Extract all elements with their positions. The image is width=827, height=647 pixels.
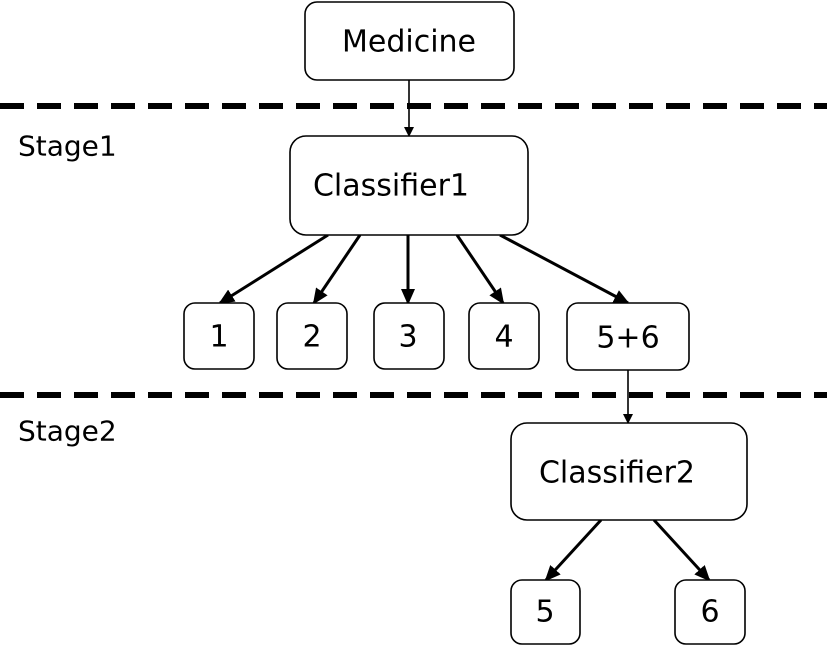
node-class-6-label: 6 [700, 595, 719, 630]
node-classifier2: Classifier2 [510, 422, 748, 521]
node-class-4: 4 [468, 302, 540, 370]
node-class-1: 1 [183, 302, 255, 370]
node-class-3-label: 3 [398, 320, 417, 355]
edge-classifier1-to-5plus6 [499, 233, 630, 305]
node-class-2-label: 2 [302, 320, 321, 355]
node-classifier1-label: Classifier1 [313, 169, 469, 204]
node-class-3: 3 [373, 302, 445, 370]
edge-classifier2-to-6 [652, 518, 711, 582]
node-class-5plus6: 5+6 [566, 302, 690, 371]
edge-classifier1-to-1 [218, 233, 329, 305]
node-class-5-label: 5 [535, 595, 554, 630]
node-medicine: Medicine [304, 1, 515, 81]
node-class-4-label: 4 [494, 320, 513, 355]
node-class-1-label: 1 [209, 320, 228, 355]
node-class-5plus6-label: 5+6 [596, 321, 659, 356]
stage1-label: Stage1 [18, 130, 117, 163]
node-classifier2-label: Classifier2 [539, 456, 695, 491]
node-class-6: 6 [674, 579, 746, 645]
edge-classifier2-to-5 [544, 518, 603, 582]
edge-classifier1-to-2 [312, 234, 362, 305]
node-classifier1: Classifier1 [289, 135, 529, 236]
stage2-label: Stage2 [18, 415, 117, 448]
node-class-5: 5 [510, 579, 581, 645]
node-class-2: 2 [276, 302, 348, 370]
edge-classifier1-to-4 [455, 234, 505, 305]
node-medicine-label: Medicine [342, 25, 476, 60]
